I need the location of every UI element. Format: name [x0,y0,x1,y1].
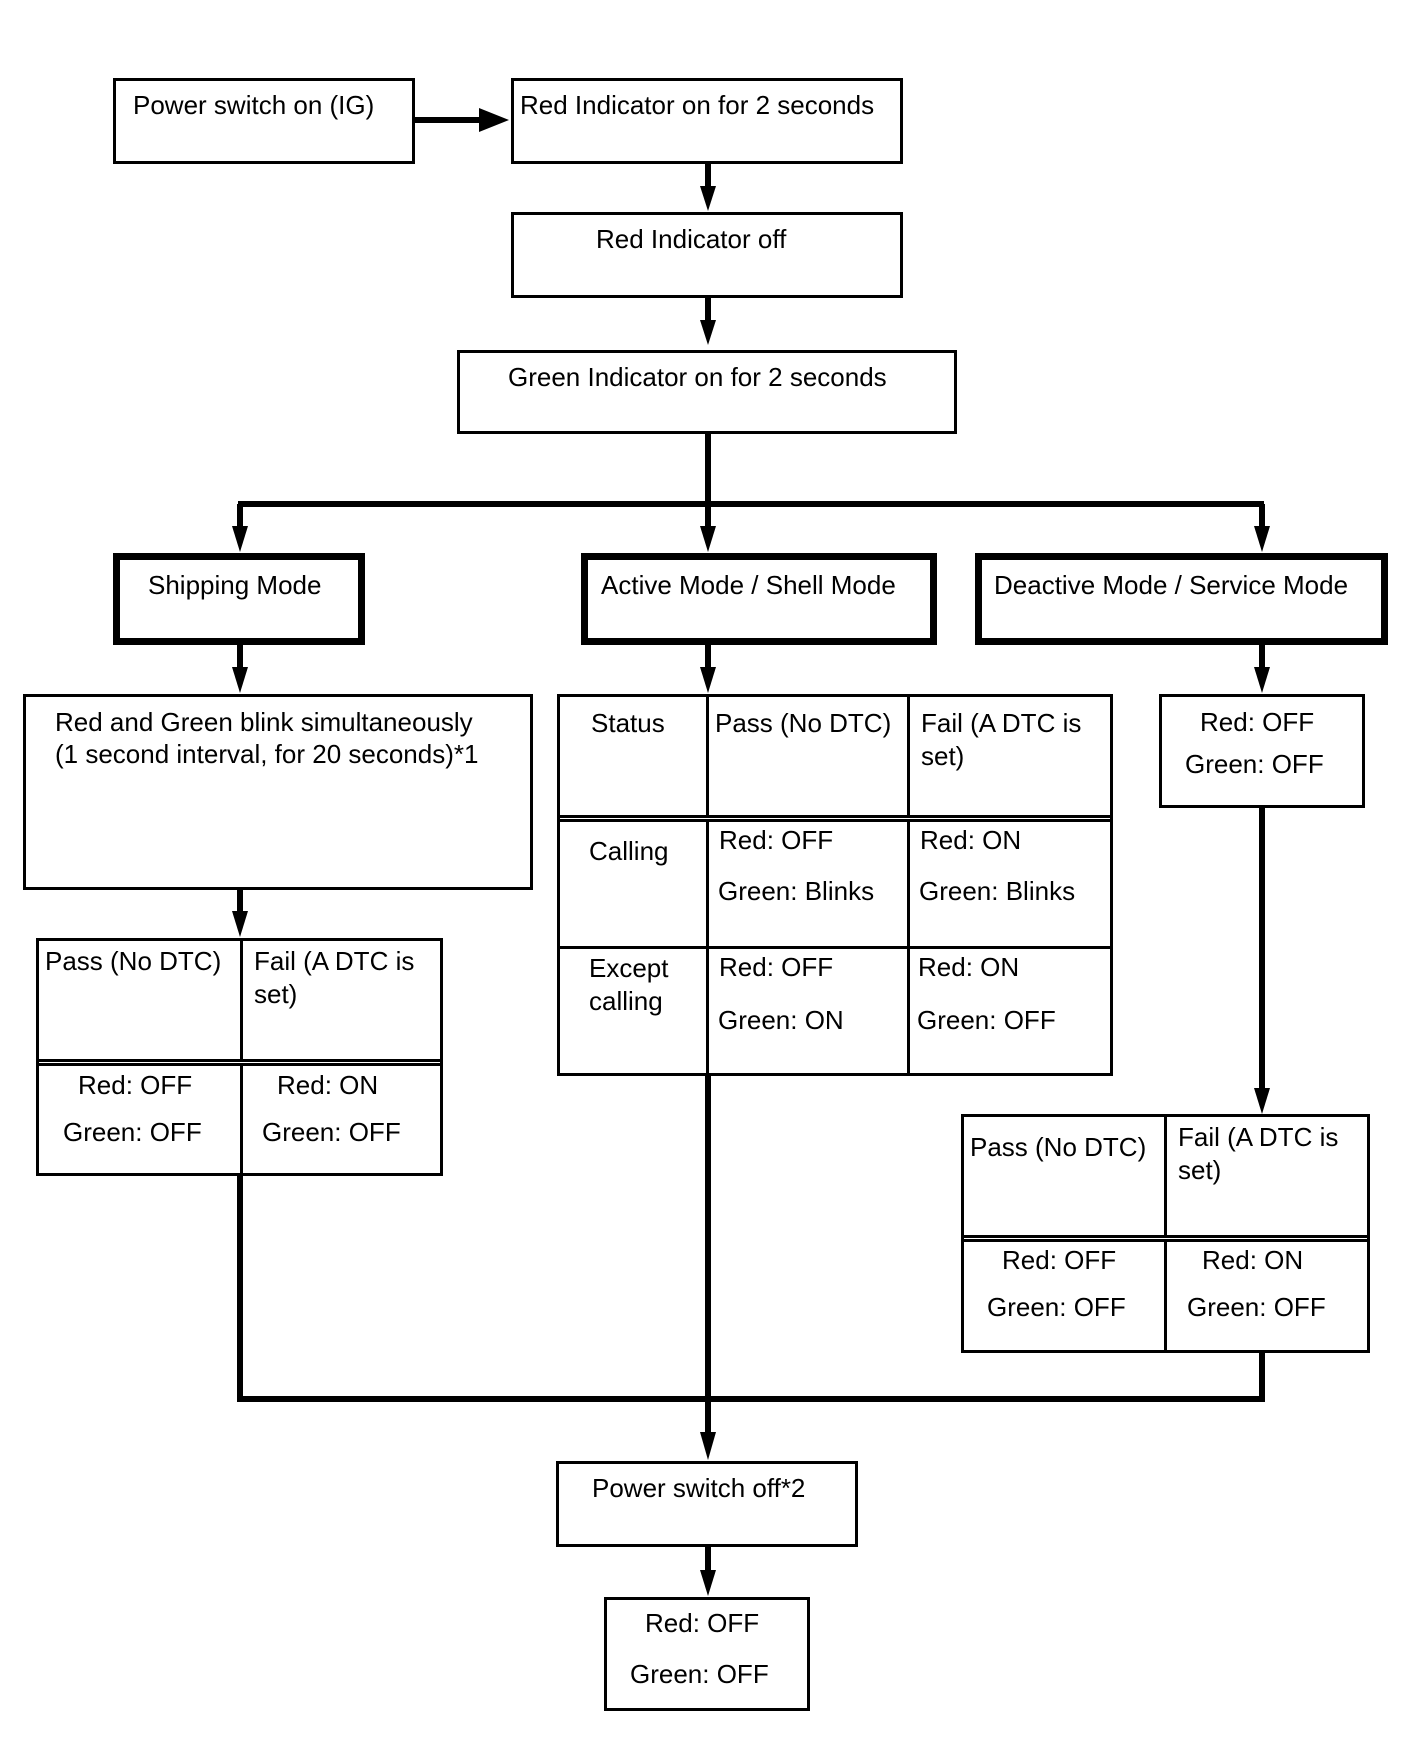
arrowhead [700,1432,716,1460]
shipping-mode-label: Shipping Mode [148,570,322,600]
fail-red: Red: ON [1202,1245,1304,1275]
arrowhead [700,186,716,211]
table-divider [240,941,243,1173]
shipping-result-table: Pass (No DTC) Fail (A DTC is set) Red: O… [36,938,443,1176]
deactive-initial-box: Red: OFF Green: OFF [1159,694,1365,808]
except-pass-green: Green: ON [718,1005,844,1035]
arrowhead [1254,1088,1270,1114]
pass-header: Pass (No DTC) [45,946,222,976]
table-divider [907,697,910,1073]
red-off-label: Red Indicator off [596,224,787,254]
except-fail-green: Green: OFF [917,1005,1056,1035]
except-pass-red: Red: OFF [719,952,834,982]
final-state-box: Red: OFF Green: OFF [604,1597,810,1711]
arrowhead [700,320,716,345]
table-divider [39,1059,440,1066]
fail-header: Fail (A DTC is set) [1178,1122,1339,1185]
deactive-mode-box: Deactive Mode / Service Mode [975,553,1388,645]
shipping-blink-box: Red and Green blink simultaneously (1 se… [23,694,533,890]
arrowhead [700,667,716,693]
blink-line-1: Red and Green blink simultaneously [55,707,473,737]
except-fail-red: Red: ON [918,952,1020,982]
pass-green: Green: OFF [63,1117,202,1147]
fail-green: Green: OFF [1187,1292,1326,1322]
final-red: Red: OFF [645,1608,760,1638]
table-divider [1164,1117,1167,1350]
arrowhead [479,108,509,132]
pass-header: Pass (No DTC) [715,708,892,738]
pass-red: Red: OFF [78,1070,193,1100]
blink-line-2: (1 second interval, for 20 seconds)*1 [55,739,479,769]
fail-green: Green: OFF [262,1117,401,1147]
calling-pass-green: Green: Blinks [718,876,875,906]
arrowhead [700,526,716,552]
deactive-result-table: Pass (No DTC) Fail (A DTC is set) Red: O… [961,1114,1370,1353]
arrowhead [700,1570,716,1596]
table-divider [560,946,1110,949]
table-divider [560,815,1110,822]
deactive-mode-label: Deactive Mode / Service Mode [994,570,1349,600]
pass-red: Red: OFF [1002,1245,1117,1275]
status-header: Status [591,708,665,738]
power-off-box: Power switch off*2 [556,1461,858,1547]
calling-fail-green: Green: Blinks [919,876,1076,906]
active-mode-label: Active Mode / Shell Mode [601,570,896,600]
shipping-mode-box: Shipping Mode [113,553,365,645]
fail-header: Fail (A DTC is set) [921,708,1082,771]
green-on-label: Green Indicator on for 2 seconds [508,362,887,392]
arrowhead [232,667,248,693]
arrowhead [1254,526,1270,552]
pass-green: Green: OFF [987,1292,1126,1322]
initial-green: Green: OFF [1185,749,1324,779]
power-on-box: Power switch on (IG) [113,78,415,164]
active-status-table: Status Pass (No DTC) Fail (A DTC is set)… [557,694,1113,1076]
fail-red: Red: ON [277,1070,379,1100]
row-label-calling: Calling [589,836,669,866]
arrowhead [232,526,248,552]
table-divider [706,697,709,1073]
initial-red: Red: OFF [1200,707,1315,737]
red-off-box: Red Indicator off [511,212,903,298]
power-on-label: Power switch on (IG) [133,90,375,120]
fail-header: Fail (A DTC is set) [254,946,415,1009]
calling-fail-red: Red: ON [920,825,1022,855]
power-off-label: Power switch off*2 [592,1473,806,1503]
arrowhead [232,911,248,937]
final-green: Green: OFF [630,1659,769,1689]
red-on-box: Red Indicator on for 2 seconds [511,78,903,164]
active-mode-box: Active Mode / Shell Mode [581,553,937,645]
row-label-except-calling: Except calling [589,953,669,1016]
arrowhead [1254,667,1270,693]
red-on-label: Red Indicator on for 2 seconds [520,90,875,120]
table-divider [964,1235,1367,1242]
green-on-box: Green Indicator on for 2 seconds [457,350,957,434]
pass-header: Pass (No DTC) [970,1132,1147,1162]
calling-pass-red: Red: OFF [719,825,834,855]
